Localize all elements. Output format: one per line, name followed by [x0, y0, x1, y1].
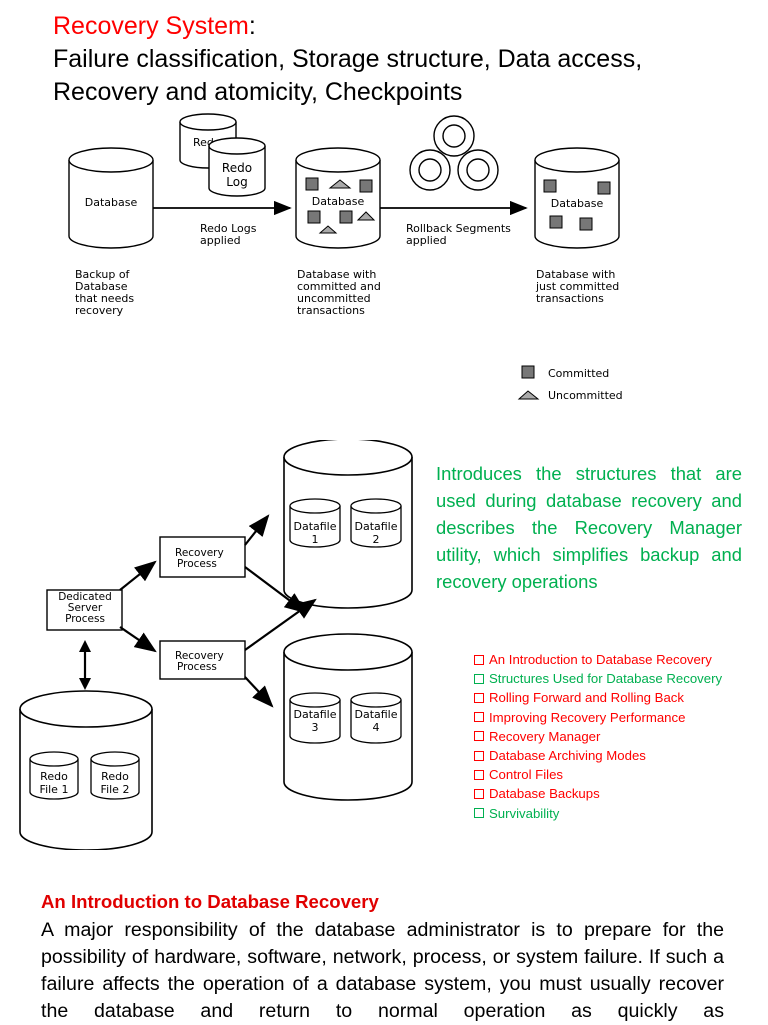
recovery-process-box-bottom: Recovery Process — [159, 640, 246, 680]
datafile-3-cylinder: Datafile 3 — [289, 692, 341, 744]
list-item[interactable]: Structures Used for Database Recovery — [474, 669, 722, 688]
svg-text:Process: Process — [177, 661, 217, 673]
datafile-1-cylinder: Datafile 1 — [289, 498, 341, 548]
svg-text:Datafile: Datafile — [354, 708, 397, 721]
committed-marker — [543, 179, 557, 193]
list-item[interactable]: Database Backups — [474, 784, 722, 803]
arrow-bottom-to-bottom-db — [244, 676, 274, 708]
arrow-bottom-to-top-db — [244, 598, 317, 651]
committed-marker — [597, 181, 611, 195]
svg-text:Datafile: Datafile — [293, 708, 336, 721]
caption-mixed: Database with committed and uncommitted … — [297, 268, 384, 317]
svg-text:2: 2 — [373, 533, 380, 546]
checkbox-icon — [474, 673, 484, 684]
svg-text:1: 1 — [312, 533, 319, 546]
datafile-4-cylinder: Datafile 4 — [350, 692, 402, 744]
arrow-to-recovery-bottom — [119, 626, 157, 653]
committed-marker — [549, 215, 563, 229]
database-cylinder-committed: Database — [534, 147, 620, 249]
svg-text:Recovery: Recovery — [175, 650, 224, 662]
list-item[interactable]: Database Archiving Modes — [474, 746, 722, 765]
list-item[interactable]: An Introduction to Database Recovery — [474, 650, 722, 669]
body-paragraph: A major responsibility of the database a… — [41, 919, 724, 1022]
legend-uncommitted-label: Uncommitted — [548, 389, 623, 402]
db3-label: Database — [551, 197, 604, 210]
topic-list: An Introduction to Database Recovery Str… — [474, 650, 722, 823]
intro-paragraph: Introduces the structures that are used … — [436, 463, 742, 592]
title-prefix: Recovery System — [53, 12, 249, 40]
slide-title: Recovery System: — [53, 10, 256, 43]
svg-text:Process: Process — [65, 613, 105, 625]
title-colon: : — [248, 12, 256, 40]
svg-text:Datafile: Datafile — [293, 520, 336, 533]
arrow2-label-2: applied — [406, 234, 447, 247]
datafile-2-cylinder: Datafile 2 — [350, 498, 402, 548]
svg-text:File 2: File 2 — [101, 783, 130, 796]
committed-marker — [307, 210, 321, 224]
redo-file-1-cylinder: Redo File 1 — [29, 751, 79, 800]
database-cylinder-backup: Database — [68, 147, 154, 249]
rollback-segments-icon — [409, 115, 499, 191]
list-item[interactable]: Survivability — [474, 804, 722, 823]
caption-committed: Database with just committed transaction… — [535, 268, 623, 305]
title-line-2: Failure classification, Storage structur… — [53, 45, 643, 73]
committed-marker — [579, 217, 593, 231]
double-arrow-head-up — [79, 640, 91, 652]
redo-log-front-cylinder: Redo Log — [208, 137, 266, 197]
redo-log-front-label-1: Redo — [222, 161, 252, 175]
svg-text:Recovery: Recovery — [175, 547, 224, 559]
svg-text:Process: Process — [177, 558, 217, 570]
committed-marker — [339, 210, 353, 224]
arrow1-label-2: applied — [200, 234, 241, 247]
title-line-3: Recovery and atomicity, Checkpoints — [53, 78, 463, 106]
legend-committed-swatch — [521, 365, 535, 379]
section-heading: An Introduction to Database Recovery — [41, 891, 379, 912]
redo-file-2-cylinder: Redo File 2 — [90, 751, 140, 800]
committed-marker — [359, 179, 373, 193]
recovery-flow-diagram: Redo Log Redo Log Database Redo Logs app… — [68, 113, 623, 402]
svg-text:Redo: Redo — [101, 770, 129, 783]
double-arrow-head-down — [79, 678, 91, 690]
checkbox-icon — [474, 789, 484, 800]
checkbox-icon — [474, 712, 484, 723]
dedicated-server-process-box: Dedicated Server Process — [46, 589, 123, 631]
uncommitted-marker — [356, 211, 376, 221]
list-item[interactable]: Recovery Manager — [474, 727, 722, 746]
legend-committed-label: Committed — [548, 367, 609, 380]
checkbox-icon — [474, 750, 484, 761]
checkbox-icon — [474, 731, 484, 742]
arrow-top-to-top-db — [244, 514, 270, 546]
legend-uncommitted-swatch — [517, 390, 540, 400]
datafiles-cylinder-bottom: Datafile 3 Datafile 4 — [283, 633, 413, 801]
recovery-process-diagram: Datafile 1 Datafile 2 Datafile 3 Datafil… — [19, 440, 413, 850]
uncommitted-marker — [328, 179, 352, 189]
checkbox-icon — [474, 654, 484, 665]
list-item[interactable]: Rolling Forward and Rolling Back — [474, 688, 722, 707]
uncommitted-marker — [318, 225, 338, 234]
datafiles-cylinder-top: Datafile 1 Datafile 2 — [283, 440, 413, 609]
database-cylinder-mixed: Database — [295, 147, 381, 249]
checkbox-icon — [474, 769, 484, 780]
committed-marker — [305, 177, 319, 191]
svg-text:3: 3 — [312, 721, 319, 734]
redo-log-front-label-2: Log — [226, 175, 247, 189]
svg-text:Server: Server — [68, 602, 103, 614]
list-item[interactable]: Control Files — [474, 765, 722, 784]
arrow-to-recovery-top — [119, 560, 157, 591]
recovery-process-box-top: Recovery Process — [159, 536, 246, 578]
svg-text:File 1: File 1 — [40, 783, 69, 796]
caption-backup: Backup of Database that needs recovery — [75, 268, 138, 317]
checkbox-icon — [474, 693, 484, 703]
svg-text:Redo: Redo — [40, 770, 68, 783]
svg-text:Datafile: Datafile — [354, 520, 397, 533]
list-item[interactable]: Improving Recovery Performance — [474, 708, 722, 727]
checkbox-icon — [474, 808, 484, 819]
arrow2-label-1: Rollback Segments — [406, 222, 511, 235]
svg-text:4: 4 — [373, 721, 380, 734]
arrow1-label-1: Redo Logs — [200, 222, 257, 235]
db1-label: Database — [85, 196, 138, 209]
db2-label: Database — [312, 195, 365, 208]
redo-files-cylinder: Redo File 1 Redo File 2 — [19, 690, 153, 850]
svg-text:Dedicated: Dedicated — [58, 591, 112, 603]
